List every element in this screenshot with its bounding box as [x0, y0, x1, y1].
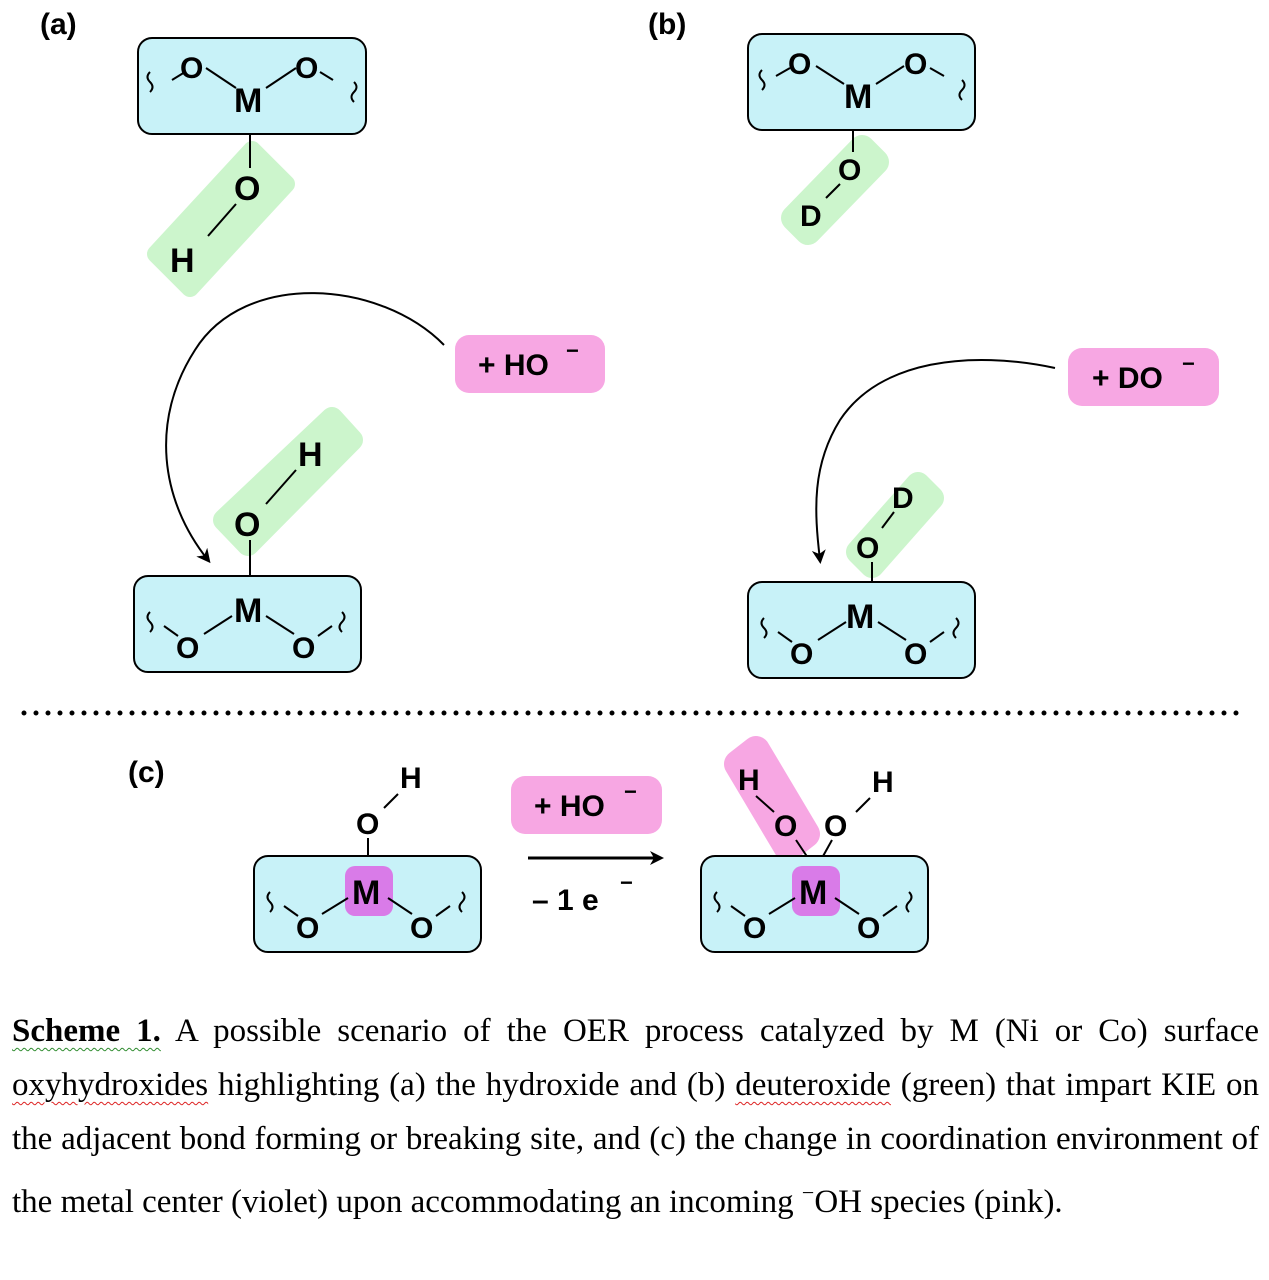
- reagent-charge: −: [624, 779, 637, 804]
- wavy-bond-icon: [146, 611, 154, 633]
- oxygen-atom: O: [904, 48, 927, 81]
- caption-text: OH species (pink).: [814, 1184, 1063, 1220]
- deuteroxide-deuterium: D: [892, 482, 914, 515]
- oxygen-atom: O: [904, 638, 927, 671]
- caption-text: (green) that impart KIE on the adjacent …: [12, 1067, 1259, 1220]
- metal-atom: M: [234, 82, 262, 120]
- hydroxide-hydrogen: H: [170, 242, 195, 280]
- hydroxide-oxygen: O: [234, 170, 260, 208]
- wavy-bond-icon: [905, 891, 913, 913]
- oxygen-atom: O: [857, 912, 880, 945]
- reagent-label: + DO: [1092, 362, 1163, 395]
- metal-center-highlight: [792, 866, 840, 916]
- hydroxide-hydrogen: H: [298, 436, 323, 474]
- panel-a-top-surface: O M O: [137, 37, 367, 135]
- wavy-bond-icon: [146, 71, 154, 93]
- caption-text: A possible scenario of the OER process c…: [160, 1013, 1259, 1049]
- scheme-diagram: (a) (b) (c) O M O O H + HO − H O: [21, 8, 1251, 953]
- wavy-bond-icon: [958, 79, 966, 101]
- panel-b-bottom-surface: O M O: [747, 581, 976, 679]
- metal-atom: M: [799, 874, 827, 912]
- wavy-bond-icon: [713, 891, 721, 913]
- wavy-bond-icon: [338, 611, 346, 633]
- panel-b-label: (b): [648, 8, 686, 41]
- metal-atom: M: [234, 592, 262, 630]
- wavy-bond-icon: [458, 891, 466, 913]
- wavy-bond-icon: [266, 891, 274, 913]
- oxygen-atom: O: [296, 912, 319, 945]
- panel-a-bottom-hydroxide: H O: [213, 407, 363, 576]
- panel-a-top-hydroxide: O H: [147, 134, 295, 297]
- arrow-icon: [811, 358, 1056, 564]
- electron-charge: −: [620, 870, 633, 895]
- oxygen-atom: O: [180, 52, 203, 85]
- panel-c-right-hydroxide: H O: [821, 766, 894, 859]
- oxygen-atom: O: [790, 638, 813, 671]
- panel-a-bottom-surface: O M O: [133, 575, 362, 673]
- panel-c-right-surface: O M O: [700, 855, 929, 953]
- oxygen-atom: O: [292, 632, 315, 665]
- oxygen-atom: O: [743, 912, 766, 945]
- scheme-caption: Scheme 1. A possible scenario of the OER…: [12, 1004, 1259, 1229]
- incoming-hydrogen: H: [738, 764, 760, 797]
- caption-word: deuteroxide: [735, 1067, 891, 1103]
- wavy-bond-icon: [952, 617, 960, 639]
- deuteroxide-oxygen: O: [838, 154, 861, 187]
- electron-label: – 1 e: [532, 884, 599, 917]
- panel-b-top-surface: O M O: [747, 33, 976, 131]
- deuteroxide-deuterium: D: [800, 200, 822, 233]
- panel-b-top-deuteroxide: O D: [781, 130, 889, 245]
- metal-atom: M: [844, 78, 872, 116]
- caption-prefix: Scheme 1.: [12, 1013, 161, 1049]
- panel-a-reagent: + HO −: [455, 335, 605, 393]
- oxygen-atom: O: [176, 632, 199, 665]
- panel-c-label: (c): [128, 756, 165, 789]
- metal-atom: M: [846, 598, 874, 636]
- panel-c-reagent: + HO −: [511, 776, 662, 834]
- panel-c-left-hydroxide: H O: [356, 762, 422, 858]
- incoming-oxygen: O: [774, 810, 797, 843]
- panel-c-left-surface: O M O: [253, 855, 482, 953]
- arrow-icon: [165, 292, 445, 564]
- panel-a-label: (a): [40, 8, 77, 41]
- reagent-charge: −: [1182, 351, 1195, 376]
- reagent-charge: −: [566, 338, 579, 363]
- reagent-label: + HO: [534, 790, 605, 823]
- panel-b-bottom-deuteroxide: D O: [846, 472, 944, 582]
- panel-c-electron: – 1 e −: [532, 870, 633, 917]
- hydroxide-oxygen: O: [234, 506, 260, 544]
- panel-b-reagent: + DO −: [1068, 348, 1219, 406]
- reagent-label: + HO: [478, 349, 549, 382]
- hydroxide-oxygen: O: [824, 810, 847, 843]
- hydroxide-oxygen: O: [356, 808, 379, 841]
- deuteroxide-oxygen: O: [856, 532, 879, 565]
- hydroxide-hydrogen: H: [400, 762, 422, 795]
- wavy-bond-icon: [350, 81, 358, 103]
- oxygen-atom: O: [295, 52, 318, 85]
- caption-text: highlighting (a) the hydroxide and (b): [208, 1067, 736, 1103]
- metal-center-highlight: [345, 866, 393, 916]
- oxygen-atom: O: [788, 48, 811, 81]
- wavy-bond-icon: [760, 617, 768, 639]
- oxygen-atom: O: [410, 912, 433, 945]
- metal-atom: M: [352, 874, 380, 912]
- caption-word: oxyhydroxides: [12, 1067, 209, 1103]
- wavy-bond-icon: [758, 69, 766, 91]
- caption-superscript: −: [801, 1180, 815, 1205]
- hydroxide-hydrogen: H: [872, 766, 894, 799]
- panel-c-right-incoming-hydroxide: H O: [724, 736, 820, 862]
